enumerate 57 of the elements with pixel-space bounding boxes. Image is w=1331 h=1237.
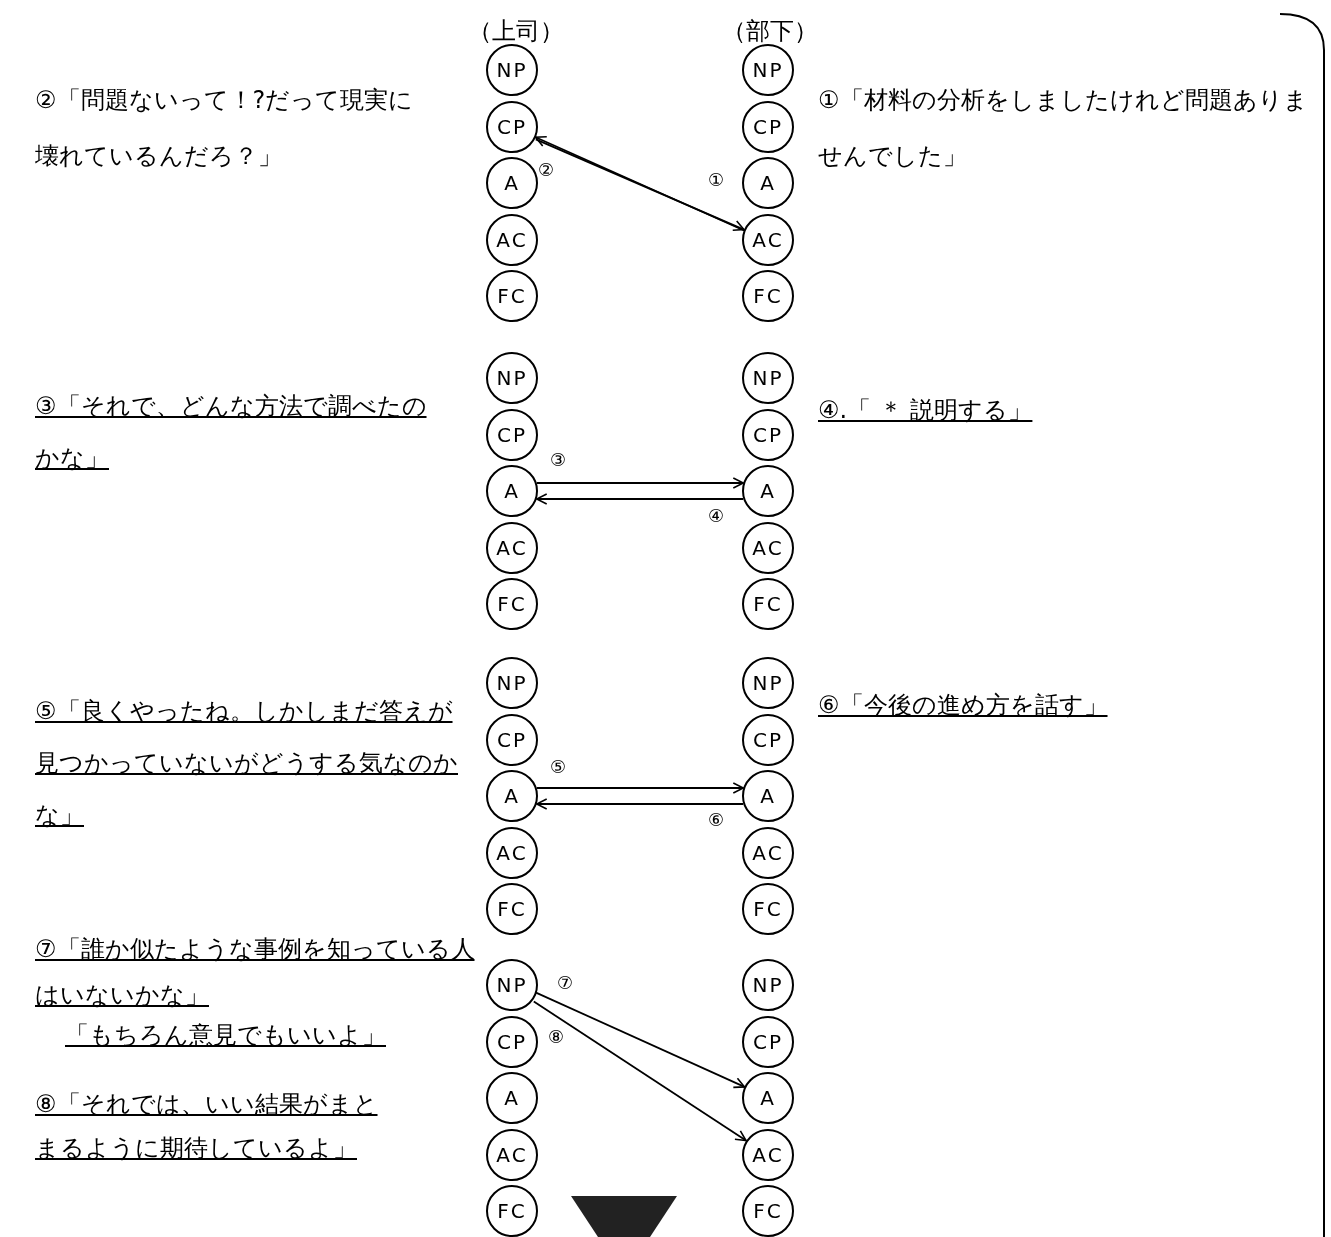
ego-state-circle: AC <box>742 826 794 879</box>
ego-state-circle: FC <box>742 578 794 630</box>
ego-state-circle: CP <box>742 408 794 461</box>
ego-state-circle: A <box>742 157 794 209</box>
ego-state-circle: CP <box>486 1015 538 1068</box>
speech-text: ⑥「今後の進め方を話す」 <box>818 690 1109 721</box>
ego-state-circle: NP <box>486 657 538 709</box>
ego-state-circle: NP <box>742 657 794 709</box>
ego-state-circle: CP <box>486 713 538 766</box>
speech-text: 「もちろん意見でもいいよ」 <box>65 1020 387 1051</box>
ego-state-circle: NP <box>486 44 538 96</box>
ego-state-circle: FC <box>486 1185 538 1237</box>
speech-text: ⑤「良くやったね。しかしまだ答えが見つかっていないがどうする気なのかな」 <box>35 696 459 831</box>
arrow <box>532 1000 747 1142</box>
arrow <box>535 493 745 505</box>
ego-state-circle: AC <box>486 213 538 266</box>
arrow <box>535 798 745 810</box>
ego-state-circle: AC <box>742 213 794 266</box>
ego-state-circle: A <box>486 157 538 209</box>
ego-state-circle: FC <box>742 883 794 935</box>
ego-state-circle: AC <box>742 1128 794 1181</box>
arrow <box>535 991 746 1089</box>
ego-state-circle: FC <box>486 270 538 322</box>
ego-state-circle: NP <box>742 959 794 1011</box>
ego-state-circle: NP <box>486 959 538 1011</box>
ego-state-circle: NP <box>742 352 794 404</box>
speech-text: ②「問題ないって！?だって現実に壊れているんだろ？」 <box>35 85 415 172</box>
ego-state-circle: A <box>486 1072 538 1124</box>
ego-state-circle: AC <box>742 521 794 574</box>
ego-state-circle: AC <box>486 826 538 879</box>
arrow <box>535 782 745 794</box>
ego-state-circle: CP <box>742 100 794 153</box>
speech-text: ④.「 ＊ 説明する」 <box>818 395 1034 426</box>
ego-state-circle: FC <box>486 883 538 935</box>
ego-state-circle: A <box>742 770 794 822</box>
ego-state-circle: FC <box>486 578 538 630</box>
ego-state-circle: A <box>742 465 794 517</box>
speech-text: ③「それで、どんな方法で調べたのかな」 <box>35 391 428 474</box>
speech-text: ①「材料の分析をしましたけれど問題ありませんでした」 <box>818 85 1309 172</box>
ego-state-circle: CP <box>486 408 538 461</box>
ego-state-circle: CP <box>742 713 794 766</box>
column-heading: （部下） <box>722 16 819 46</box>
ego-state-circle: NP <box>742 44 794 96</box>
ego-state-circle: CP <box>486 100 538 153</box>
ego-state-circle: AC <box>486 1128 538 1181</box>
speech-text: ⑦「誰か似たような事例を知っている人はいないかな」 <box>35 934 475 1011</box>
ego-state-circle: A <box>486 465 538 517</box>
ego-state-circle: FC <box>742 270 794 322</box>
ego-state-circle: FC <box>742 1185 794 1237</box>
ego-state-circle: CP <box>742 1015 794 1068</box>
arrow <box>535 477 745 489</box>
ego-state-circle: A <box>486 770 538 822</box>
ego-state-circle: A <box>742 1072 794 1124</box>
ego-state-circle: AC <box>486 521 538 574</box>
speech-text: ⑧「それでは、いい結果がまとまるように期待しているよ」 <box>35 1089 379 1164</box>
column-heading: （上司） <box>468 16 565 46</box>
ego-state-circle: NP <box>486 352 538 404</box>
